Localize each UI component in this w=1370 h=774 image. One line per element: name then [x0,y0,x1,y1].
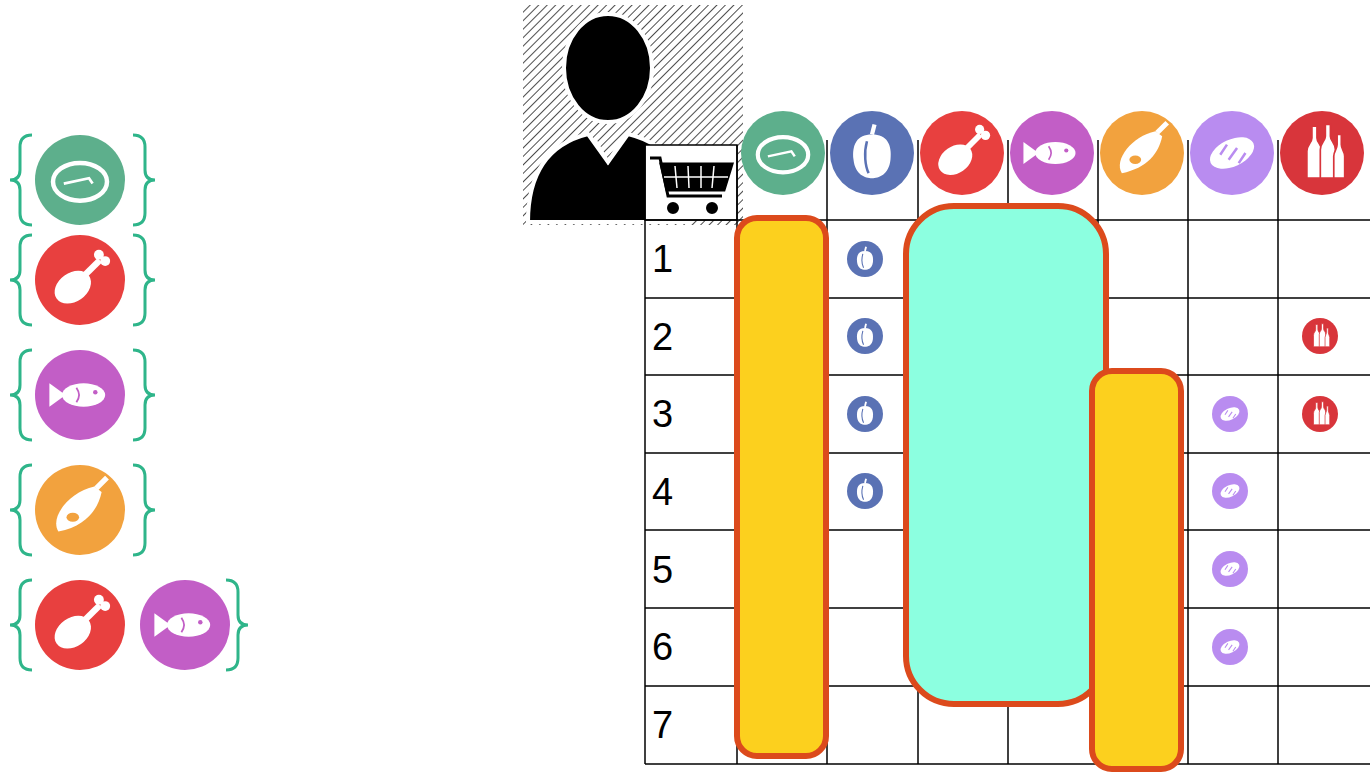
steak-icon [741,111,825,195]
fish-icon [140,580,230,670]
row-number: 2 [652,315,673,359]
row-number: 1 [652,237,673,281]
customer-figure [523,5,743,225]
transaction-table [645,140,1370,764]
row-number: 4 [652,470,673,514]
wine-icon [1302,318,1338,354]
chicken-icon [920,111,1004,195]
highlight-bars [737,206,1181,769]
brace [133,350,155,440]
pepper-icon [847,396,883,432]
pepper-icon [847,318,883,354]
fish-icon [35,350,125,440]
fish-icon [1010,111,1094,195]
cart-icon [650,158,732,213]
brace [133,235,155,325]
head [564,14,652,122]
highlight-bar [1092,371,1181,769]
brace [10,235,32,325]
chicken-icon [35,235,125,325]
wine-icon [1302,396,1338,432]
highlight-bar [737,218,826,756]
row-number: 7 [652,703,673,747]
row-number: 5 [652,548,673,592]
itemset-list [10,135,248,670]
brace [133,135,155,225]
wine-icon [1280,111,1364,195]
item-header [741,111,1364,195]
bread-icon [1212,551,1248,587]
row-number: 6 [652,625,673,669]
ham-icon [1100,111,1184,195]
pepper-icon [847,241,883,277]
brace [10,135,32,225]
cart-cell [645,145,737,220]
brace [10,350,32,440]
bread-icon [1212,396,1248,432]
bread-icon [1212,629,1248,665]
row-number: 3 [652,392,673,436]
hatched-ground [523,5,743,225]
bread-icon [1212,473,1248,509]
pepper-icon [847,473,883,509]
pepper-icon [830,111,914,195]
brace [10,580,32,670]
brace [133,465,155,555]
chicken-icon [35,580,125,670]
steak-icon [35,135,125,225]
brace [10,465,32,555]
highlight-bar [906,206,1106,704]
bread-icon [1190,111,1274,195]
itemset-icons [35,135,230,670]
ham-icon [35,465,125,555]
